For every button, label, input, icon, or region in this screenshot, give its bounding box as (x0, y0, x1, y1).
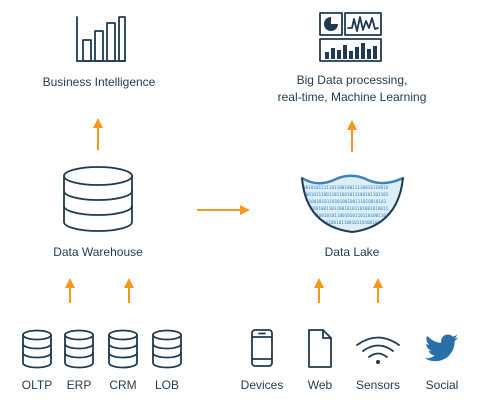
bigdata-label-line2: real-time, Machine Learning (278, 90, 427, 104)
arrow-up-left-2 (124, 278, 134, 303)
lake-label: Data Lake (325, 245, 380, 259)
lake-binary-1: 001010111110110010011110010110010 (303, 185, 389, 191)
wireless-sensor-icon (356, 336, 400, 364)
twitter-bird-icon (424, 334, 459, 362)
lake-binary-5: 0110010101100101011011010011010 (311, 213, 392, 219)
source-label-sensors: Sensors (356, 378, 400, 392)
arrow-warehouse-to-lake (197, 205, 250, 215)
database-icon-crm (108, 329, 138, 369)
database-icon-oltp (22, 329, 52, 369)
warehouse-label: Data Warehouse (53, 245, 143, 259)
bi-label: Business Intelligence (43, 75, 156, 89)
arrow-up-bi (93, 118, 103, 150)
data-lake-icon: 001010111110110010011110010110010 100101… (300, 174, 405, 234)
lake-binary-3: 0100101011010100100111010010101 (306, 199, 387, 205)
source-label-devices: Devices (241, 378, 284, 392)
source-label-lob: LOB (155, 378, 179, 392)
source-label-web: Web (308, 378, 333, 392)
source-label-oltp: OLTP (22, 378, 52, 392)
source-label-crm: CRM (109, 378, 136, 392)
database-icon-erp (64, 329, 94, 369)
arrow-up-left-1 (65, 278, 75, 303)
bar-chart-icon (76, 16, 126, 62)
dashboard-icon (319, 12, 382, 62)
lake-binary-2: 100101110011011001011100101101101 (303, 192, 389, 198)
data-warehouse-icon (63, 166, 133, 232)
arrow-up-bigdata (347, 120, 357, 152)
arrow-up-right-1 (314, 278, 324, 303)
lake-binary-6: 10111001011001011010010110101 (318, 220, 393, 226)
bigdata-label-line1: Big Data processing, (297, 73, 408, 87)
web-page-icon (308, 329, 332, 368)
lake-binary-4: 1100100110110010101101001010011 (308, 206, 389, 212)
arrow-up-right-2 (373, 278, 383, 303)
mobile-device-icon (251, 329, 273, 367)
source-label-erp: ERP (67, 378, 92, 392)
source-label-social: Social (426, 378, 459, 392)
database-icon-lob (152, 329, 182, 369)
